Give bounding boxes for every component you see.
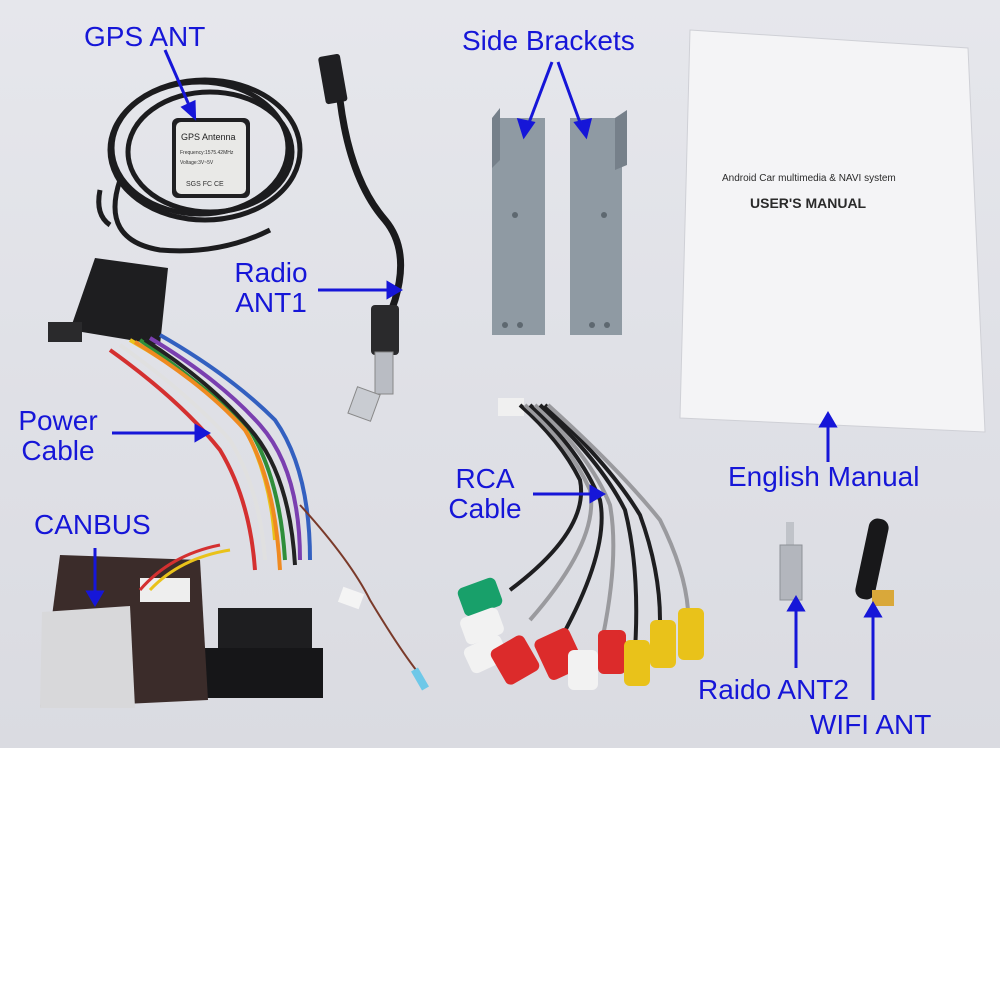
label-gps-ant: GPS ANT — [84, 21, 206, 52]
gps-antenna-module: GPS Antenna Frequency:1575.42MHz Voltage… — [172, 118, 250, 198]
wifi-antenna — [855, 518, 894, 606]
label-radio-ant1: Radio ANT1 — [228, 258, 314, 318]
gps-module-marks: SGS FC CE — [186, 181, 224, 188]
gps-module-frequency: Frequency:1575.42MHz — [180, 150, 234, 156]
canbus-box — [40, 543, 231, 708]
label-radio-ant1-line1: Radio — [234, 257, 308, 288]
gps-module-voltage: Voltage:3V~5V — [180, 160, 214, 166]
radio-ant2-adapter — [779, 522, 803, 601]
manual-subtitle: Android Car multimedia & NAVI system — [722, 173, 896, 184]
product-photo: GPS Antenna Frequency:1575.42MHz Voltage… — [0, 0, 1000, 748]
label-rca-cable-line1: RCA — [455, 463, 515, 494]
label-power-cable-line1: Power — [18, 405, 98, 436]
user-manual-booklet: Android Car multimedia & NAVI system USE… — [679, 29, 986, 433]
label-rca-cable-line2: Cable — [448, 493, 522, 524]
label-radio-ant1-line2: ANT1 — [235, 287, 307, 318]
label-power-cable-line2: Cable — [21, 435, 95, 466]
label-english-manual: English Manual — [728, 461, 920, 492]
product-illustration: GPS Antenna Frequency:1575.42MHz Voltage… — [40, 29, 986, 708]
label-power-cable: Power Cable — [8, 406, 108, 466]
rca-cable-bundle — [457, 398, 704, 690]
label-canbus: CANBUS — [34, 509, 151, 540]
power-harness — [48, 258, 429, 698]
label-rca-cable: RCA Cable — [440, 464, 530, 524]
blank-area — [0, 748, 1000, 1000]
radio-ant1-cable — [318, 53, 405, 422]
label-wifi-ant: WIFI ANT — [810, 709, 932, 740]
gps-antenna-cable — [96, 77, 303, 254]
annotation-arrows — [85, 49, 883, 700]
gps-module-title: GPS Antenna — [181, 132, 236, 142]
label-side-brackets: Side Brackets — [462, 25, 635, 56]
side-brackets — [492, 108, 627, 335]
label-radio-ant2: Raido ANT2 — [698, 674, 849, 705]
manual-title: USER'S MANUAL — [750, 195, 867, 211]
